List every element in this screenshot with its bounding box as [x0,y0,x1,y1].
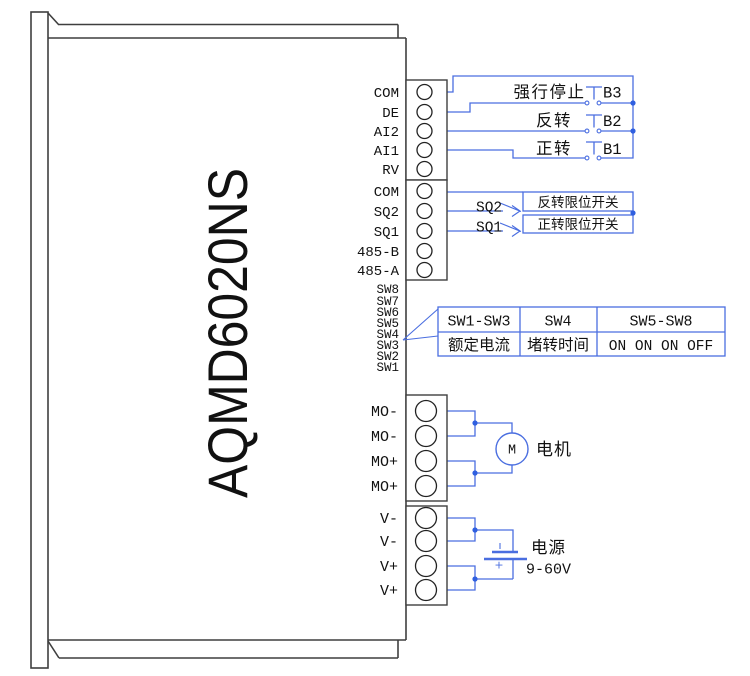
wire-v-plus [437,559,514,591]
motor-label: 电机 [536,440,572,460]
button-b3-label: 强行停止 [514,83,586,102]
terminal-label-v-plus-1: V+ [380,559,398,576]
motor-terminal-labels: MO- MO- MO+ MO+ V- V- V+ V+ [371,404,398,600]
button-b1-label: 正转 [536,139,572,158]
button-labels: 强行停止 B3 反转 B2 正转 B1 [514,83,622,160]
button-wiring [432,75,636,161]
junction-dot [630,210,636,216]
terminal-labels: COM DE AI2 AI1 RV COM SQ2 SQ1 485-B 485-… [357,86,400,280]
dip-table-group: SW1-SW3 SW4 SW5-SW8 额定电流 堵转时间 ON ON ON O… [402,306,726,357]
battery-plus-mark: + [494,559,503,572]
wire-mo-plus [437,460,513,487]
terminal-label-de: DE [382,106,399,122]
limit-switch-labels: SQ2 反转限位开关 SQ1 正转限位开关 [476,195,619,237]
dip-label-sw3: SW3 [376,339,399,353]
dip-label-sw6: SW6 [376,306,399,320]
top-chamfer [47,12,60,26]
junction-dot [472,420,478,426]
dip-label-sw4: SW4 [376,328,399,342]
limit-sq1-label: 正转限位开关 [538,217,619,233]
junction-dot [630,128,636,134]
terminal-label-ai2: AI2 [374,125,399,141]
terminal-label-mo-plus-1: MO+ [371,454,398,471]
push-button-b1-icon [584,141,602,161]
terminal-screws-large [414,399,438,602]
callout-lines [402,308,439,341]
wire-mo-minus [437,410,513,437]
button-b3-id: B3 [603,85,622,103]
motor-symbol: M [508,444,516,459]
dip-switch-labels: SW8 SW7 SW6 SW5 SW4 SW3 SW2 SW1 [376,283,399,375]
dip-label-sw1: SW1 [376,361,399,375]
terminal-label-485a: 485-A [357,264,400,280]
power-voltage: 9-60V [526,562,571,579]
junction-dot [472,470,478,476]
button-b2-id: B2 [603,113,622,131]
terminal-label-v-plus-2: V+ [380,583,398,600]
dip-table-cell-2: 堵转时间 [527,336,589,354]
terminal-label-ai1: AI1 [374,144,399,160]
motor-wiring: M [437,410,529,487]
dip-label-sw7: SW7 [376,295,399,309]
dip-table-cell-3: ON ON ON OFF [609,339,713,355]
battery-icon: + [484,543,527,572]
terminal-label-sq2: SQ2 [374,205,399,221]
push-button-b2-icon [584,114,602,134]
dip-table-cell-1: 额定电流 [448,336,510,354]
button-b1-id: B1 [603,141,622,159]
dip-table-header-2: SW4 [544,314,571,331]
dip-table-header-3: SW5-SW8 [629,314,692,331]
wire-ai1-b1 [432,149,585,159]
terminal-label-com1: COM [374,86,399,102]
push-button-b3-icon [584,86,602,106]
wire-de-b3 [432,102,585,113]
terminal-label-485b: 485-B [357,245,399,261]
limit-sq1-id: SQ1 [476,221,502,237]
terminal-label-v-minus-1: V- [380,511,398,528]
limit-label-box-sq1 [522,214,634,234]
bottom-chamfer [47,640,60,659]
motor-icon [495,432,529,466]
junction-dot [472,576,478,582]
wire-v-minus [437,517,514,552]
limit-switch-sq2-icon [499,202,522,217]
terminal-label-sq1: SQ1 [374,225,399,241]
terminal-label-mo-minus-1: MO- [371,404,398,421]
dip-label-sw8: SW8 [376,283,399,297]
terminal-screws-small [416,83,433,279]
limit-sq2-id: SQ2 [476,201,502,217]
terminal-label-com2: COM [374,185,399,201]
terminal-label-v-minus-2: V- [380,534,398,551]
dip-label-sw2: SW2 [376,350,399,364]
power-label: 电源 [531,538,566,557]
wire-com-bus [432,75,634,159]
junction-dot [630,100,636,106]
terminal-blocks [405,79,448,606]
limit-label-box-sq2 [522,191,634,212]
dip-table-header-1: SW1-SW3 [447,314,510,331]
device-model-label: AQMD6020NS [196,168,259,498]
button-b2-label: 反转 [536,111,572,130]
limit-sq2-label: 反转限位开关 [538,195,619,211]
mounting-flange [30,11,49,669]
dip-table-grid [438,307,725,356]
junction-dot [472,527,478,533]
dip-label-sw5: SW5 [376,317,399,331]
limit-switch-wiring [432,191,636,237]
terminal-label-mo-minus-2: MO- [371,429,398,446]
limit-switch-sq1-icon [499,222,522,237]
terminal-label-mo-plus-2: MO+ [371,479,398,496]
terminal-label-rv: RV [382,163,399,179]
power-wiring: + [437,517,527,591]
